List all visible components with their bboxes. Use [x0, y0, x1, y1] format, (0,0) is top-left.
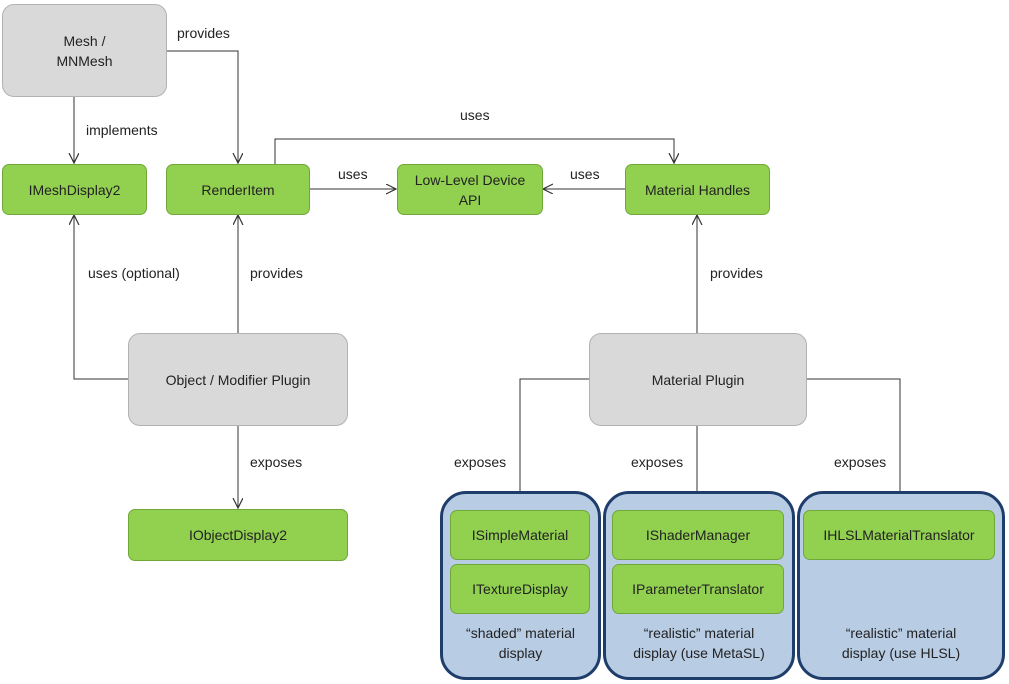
edge-label-handles-uses-lowlevel: uses: [570, 166, 600, 182]
hlsl-caption-line2: display (use HLSL): [841, 645, 961, 661]
isimplematerial-label: ISimpleMaterial: [471, 527, 569, 543]
edge-label-plugin-exposes: exposes: [250, 454, 303, 470]
edge-label-implements: implements: [86, 122, 158, 138]
edge-label-exposes-hlsl: exposes: [834, 454, 887, 470]
iobjectdisplay2-node: IObjectDisplay2: [128, 509, 348, 561]
isimplematerial-node: ISimpleMaterial: [450, 510, 590, 560]
renderitem-node: RenderItem: [166, 164, 310, 215]
object-modifier-plugin-node: Object / Modifier Plugin: [128, 333, 348, 426]
material-handles-node: Material Handles: [625, 164, 770, 215]
edge-label-materialplugin-provides: provides: [710, 265, 763, 281]
edge-label-exposes-shaded: exposes: [454, 454, 507, 470]
imeshdisplay2-label: IMeshDisplay2: [28, 181, 121, 198]
material-plugin-node: Material Plugin: [589, 333, 807, 426]
edge-label-uses-optional: uses (optional): [88, 265, 180, 281]
mesh-node-label-line2: MNMesh: [56, 52, 113, 69]
iobjectdisplay2-label: IObjectDisplay2: [188, 527, 288, 543]
shaded-caption-line2: display: [498, 645, 543, 661]
mesh-node: Mesh / MNMesh: [2, 4, 167, 97]
edge-label-plugin-provides: provides: [250, 265, 303, 281]
renderitem-label: RenderItem: [201, 181, 275, 198]
edge-label-renderitem-uses-handles: uses: [460, 107, 490, 123]
itexturedisplay-label: ITextureDisplay: [472, 581, 568, 597]
ihlslmaterialtranslator-label: IHLSLMaterialTranslator: [823, 527, 975, 543]
edge-materialplugin-hlsl: [806, 378, 900, 509]
hlsl-group-caption: “realistic” material display (use HLSL): [797, 623, 1005, 663]
metasl-group-caption: “realistic” material display (use MetaSL…: [603, 623, 795, 663]
ishadermanager-node: IShaderManager: [612, 510, 784, 560]
itexturedisplay-node: ITextureDisplay: [450, 564, 590, 614]
edge-label-exposes-metasl: exposes: [631, 454, 684, 470]
ihlslmaterialtranslator-node: IHLSLMaterialTranslator: [803, 510, 995, 560]
edge-plugin-imeshdisplay: [74, 215, 128, 380]
hlsl-caption-line1: “realistic” material: [845, 625, 957, 641]
edge-renderitem-materialhandles: [274, 138, 674, 164]
edge-label-renderitem-uses-lowlevel: uses: [338, 166, 368, 182]
mesh-node-label-line1: Mesh /: [63, 32, 106, 49]
edge-materialplugin-shaded: [520, 378, 589, 509]
imeshdisplay2-node: IMeshDisplay2: [2, 164, 147, 215]
iparametertranslator-label: IParameterTranslator: [632, 581, 764, 597]
iparametertranslator-node: IParameterTranslator: [612, 564, 784, 614]
shaded-group-caption: “shaded” material display: [440, 623, 601, 663]
material-plugin-label: Material Plugin: [651, 371, 745, 388]
lowlevel-label-line1: Low-Level Device: [414, 171, 526, 188]
edge-label-mesh-provides: provides: [177, 25, 230, 41]
material-handles-label: Material Handles: [644, 181, 751, 198]
lowlevel-label-line2: API: [458, 191, 482, 208]
object-modifier-plugin-label: Object / Modifier Plugin: [165, 371, 311, 388]
metasl-caption-line2: display (use MetaSL): [633, 645, 765, 661]
shaded-caption-line1: “shaded” material: [466, 625, 575, 641]
ishadermanager-label: IShaderManager: [645, 527, 751, 543]
metasl-caption-line1: “realistic” material: [643, 625, 755, 641]
edge-mesh-renderitem: [167, 50, 238, 163]
lowlevel-device-api-node: Low-Level Device API: [397, 164, 543, 215]
